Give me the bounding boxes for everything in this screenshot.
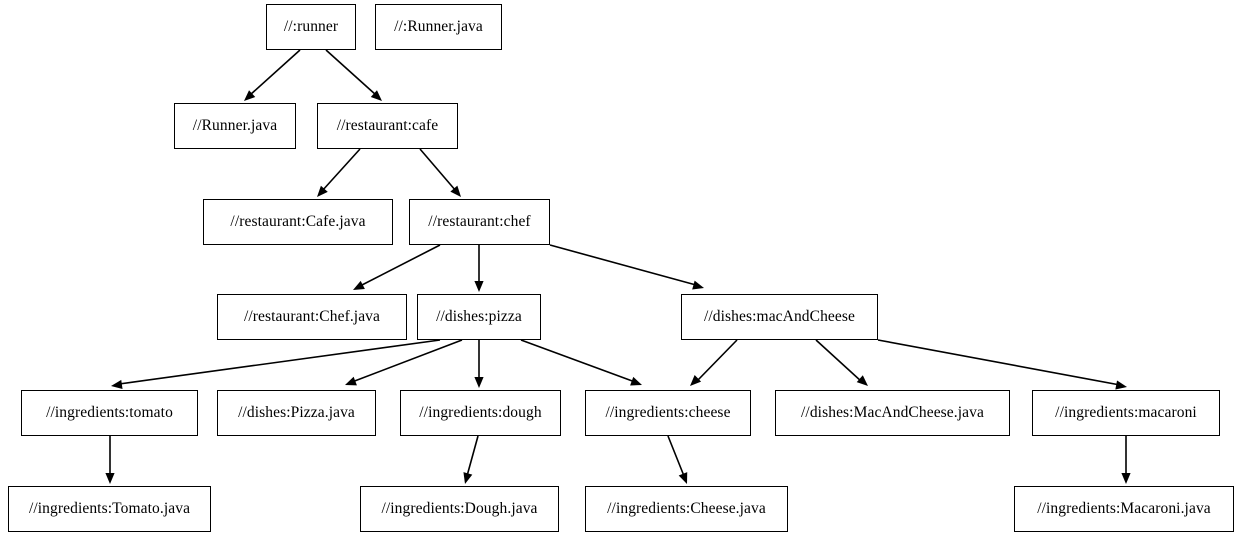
graph-node-ingredients_cheese[interactable]: //ingredients:cheese xyxy=(585,390,751,436)
graph-node-label: //ingredients:Tomato.java xyxy=(28,500,191,518)
graph-node-ingredients_dough[interactable]: //ingredients:dough xyxy=(400,390,561,436)
graph-arrowhead-runner-to-runner_java xyxy=(244,90,256,101)
graph-node-label: //ingredients:macaroni xyxy=(1055,404,1197,422)
graph-edge-restaurant_cafe-to-restaurant_chef xyxy=(419,148,457,192)
graph-node-label: //restaurant:cafe xyxy=(336,117,439,135)
graph-node-restaurant_chefjava[interactable]: //restaurant:Chef.java xyxy=(217,294,407,340)
graph-arrowhead-restaurant_cafe-to-restaurant_chef xyxy=(450,185,461,197)
graph-arrowhead-dishes_pizza-to-ingredients_cheese xyxy=(630,376,642,386)
graph-node-label: //restaurant:Chef.java xyxy=(243,308,381,326)
graph-arrowhead-restaurant_chef-to-dishes_pizza xyxy=(474,281,484,292)
graph-node-label: //ingredients:tomato xyxy=(46,404,173,422)
graph-node-dishes_pizza[interactable]: //dishes:pizza xyxy=(417,294,541,340)
graph-node-label: //dishes:MacAndCheese.java xyxy=(801,404,984,422)
graph-node-restaurant_cafe[interactable]: //restaurant:cafe xyxy=(317,103,458,149)
graph-edge-runner-to-runner_java xyxy=(249,49,301,96)
graph-arrowhead-dishes_pizza-to-dishes_pizzajava xyxy=(345,376,357,386)
graph-edge-dishes_macandcheese-to-ingredients_macaroni xyxy=(877,339,1121,386)
graph-node-label: //:runner xyxy=(283,18,339,36)
graph-edge-dishes_macandcheese-to-dishes_macjava xyxy=(815,339,863,383)
graph-arrowhead-restaurant_chef-to-dishes_macandcheese xyxy=(692,280,704,290)
graph-node-dishes_pizzajava[interactable]: //dishes:Pizza.java xyxy=(217,390,376,436)
graph-arrowhead-dishes_macandcheese-to-ingredients_cheese xyxy=(690,375,702,386)
graph-arrowhead-dishes_macandcheese-to-ingredients_macaroni xyxy=(1115,380,1127,390)
graph-arrowhead-ingredients_tomato-to-ingredients_tomatojava xyxy=(105,473,115,484)
graph-edge-ingredients_dough-to-ingredients_doughjava xyxy=(466,435,479,477)
graph-arrowhead-ingredients_dough-to-ingredients_doughjava xyxy=(463,472,473,484)
graph-node-label: //ingredients:cheese xyxy=(605,404,731,422)
graph-edge-dishes_pizza-to-dishes_pizzajava xyxy=(351,339,463,383)
graph-edge-dishes_pizza-to-ingredients_tomato xyxy=(118,339,441,385)
graph-node-label: //dishes:pizza xyxy=(436,308,522,326)
graph-node-runner[interactable]: //:runner xyxy=(266,4,356,50)
graph-node-restaurant_cafejava[interactable]: //restaurant:Cafe.java xyxy=(203,199,393,245)
graph-arrowhead-restaurant_chef-to-restaurant_chefjava xyxy=(353,280,365,290)
graph-node-dishes_macandcheese[interactable]: //dishes:macAndCheese xyxy=(681,294,878,340)
graph-node-label: //ingredients:dough xyxy=(419,404,542,422)
graph-node-label: //dishes:Pizza.java xyxy=(238,404,355,422)
graph-edge-restaurant_chef-to-dishes_macandcheese xyxy=(549,244,697,286)
graph-node-ingredients_tomato[interactable]: //ingredients:tomato xyxy=(21,390,198,436)
graph-edge-restaurant_chef-to-restaurant_chefjava xyxy=(359,244,441,287)
graph-node-label: //Runner.java xyxy=(192,117,278,135)
graph-arrowhead-dishes_pizza-to-ingredients_dough xyxy=(474,377,484,388)
graph-node-ingredients_tomatojava[interactable]: //ingredients:Tomato.java xyxy=(8,486,211,532)
graph-node-ingredients_doughjava[interactable]: //ingredients:Dough.java xyxy=(360,486,559,532)
graph-edge-runner-to-restaurant_cafe xyxy=(325,49,377,96)
graph-edge-ingredients_cheese-to-ingredients_cheesejava xyxy=(667,435,685,477)
graph-arrowhead-runner-to-restaurant_cafe xyxy=(370,90,382,101)
graph-arrowhead-ingredients_cheese-to-ingredients_cheesejava xyxy=(678,472,688,484)
graph-node-runner_java[interactable]: //Runner.java xyxy=(174,103,296,149)
graph-arrowhead-dishes_macandcheese-to-dishes_macjava xyxy=(856,375,868,386)
graph-node-dishes_macjava[interactable]: //dishes:MacAndCheese.java xyxy=(775,390,1010,436)
graph-node-label: //dishes:macAndCheese xyxy=(703,308,856,326)
graph-node-runner_java_root[interactable]: //:Runner.java xyxy=(375,4,502,50)
graph-edge-dishes_macandcheese-to-ingredients_cheese xyxy=(695,339,738,383)
graph-arrowhead-restaurant_cafe-to-restaurant_cafejava xyxy=(317,185,328,197)
graph-arrowhead-ingredients_macaroni-to-ingredients_macaronijava xyxy=(1121,473,1131,484)
graph-node-restaurant_chef[interactable]: //restaurant:chef xyxy=(409,199,550,245)
graph-node-label: //:Runner.java xyxy=(394,18,483,36)
graph-arrowhead-dishes_pizza-to-ingredients_tomato xyxy=(111,379,123,390)
graph-edge-dishes_pizza-to-ingredients_cheese xyxy=(520,339,636,383)
graph-node-ingredients_macaroni[interactable]: //ingredients:macaroni xyxy=(1032,390,1220,436)
graph-node-label: //ingredients:Macaroni.java xyxy=(1037,500,1211,518)
graph-node-label: //ingredients:Dough.java xyxy=(381,500,538,518)
graph-node-label: //restaurant:Cafe.java xyxy=(230,213,366,231)
graph-node-label: //ingredients:Cheese.java xyxy=(607,500,766,518)
graph-node-ingredients_macaronijava[interactable]: //ingredients:Macaroni.java xyxy=(1014,486,1234,532)
graph-edge-restaurant_cafe-to-restaurant_cafejava xyxy=(321,148,361,192)
graph-node-label: //restaurant:chef xyxy=(428,213,531,231)
graph-node-ingredients_cheesejava[interactable]: //ingredients:Cheese.java xyxy=(585,486,788,532)
